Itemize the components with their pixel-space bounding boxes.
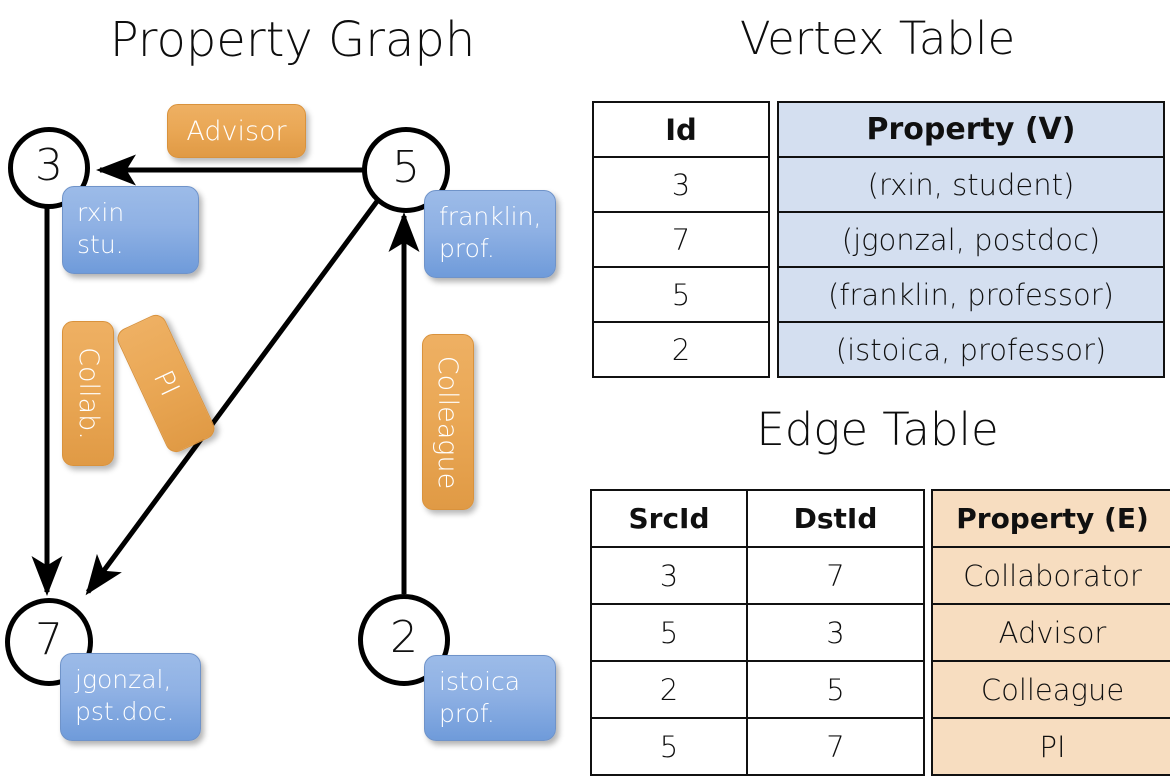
graph-node-5[interactable]: 5 (362, 127, 450, 213)
vertex-property-box-7-line1: jgonzal, (75, 665, 172, 694)
vertex-cell-property: (rxin, student) (777, 156, 1165, 213)
table-header-row: Property (V) (777, 101, 1165, 158)
vertex-property-box-2-line1: istoica (439, 667, 521, 696)
table-row[interactable]: 5 7 (590, 717, 925, 776)
edge-cell-dstid: 3 (746, 603, 925, 662)
edge-table: SrcId DstId 3 7 5 3 2 5 5 7 Prope (590, 489, 1170, 776)
vertex-cell-property: (istoica, professor) (777, 321, 1165, 378)
edge-label-advisor: Advisor (167, 104, 306, 158)
property-graph-diagram: 3 5 7 2 rxin stu. franklin, prof. jgonza… (0, 0, 585, 760)
edge-cell-property: Advisor (931, 603, 1170, 662)
vertex-property-box-7: jgonzal, pst.doc. (60, 653, 201, 741)
table-row[interactable]: 2 (592, 321, 770, 378)
edge-table-property-column: Property (E) Collaborator Advisor Collea… (931, 489, 1170, 776)
table-row[interactable]: Advisor (931, 603, 1170, 662)
graph-node-2[interactable]: 2 (358, 594, 450, 686)
table-header-row: SrcId DstId (590, 489, 925, 548)
vertex-cell-id: 2 (592, 321, 770, 378)
vertex-property-box-5-line1: franklin, (439, 202, 542, 231)
table-row[interactable]: (rxin, student) (777, 156, 1165, 213)
table-row[interactable]: 3 7 (590, 546, 925, 605)
edge-label-collab-text: Collab. (72, 347, 104, 440)
table-header-row: Id (592, 101, 770, 158)
table-row[interactable]: (jgonzal, postdoc) (777, 211, 1165, 268)
edge-cell-property: Colleague (931, 660, 1170, 719)
edge-label-colleague: Colleague (422, 334, 474, 510)
table-row[interactable]: 5 (592, 266, 770, 323)
edge-cell-property: Collaborator (931, 546, 1170, 605)
vertex-table-id-column: Id 3 7 5 2 (592, 101, 770, 378)
edge-cell-dstid: 5 (746, 660, 925, 719)
page-title-edge-table: Edge Table (756, 403, 999, 456)
vertex-property-box-5: franklin, prof. (424, 190, 556, 278)
edge-cell-srcid: 2 (590, 660, 748, 719)
page-title-property-graph: Property Graph (109, 12, 476, 68)
page-title-vertex-table: Vertex Table (739, 12, 1016, 65)
vertex-cell-property: (jgonzal, postdoc) (777, 211, 1165, 268)
edge-cell-dstid: 7 (746, 546, 925, 605)
graph-node-7-label: 7 (35, 614, 63, 665)
edge-cell-property: PI (931, 717, 1170, 776)
vertex-property-box-5-line2: prof. (439, 233, 495, 263)
vertex-property-box-2: istoica prof. (424, 655, 556, 741)
table-row[interactable]: PI (931, 717, 1170, 776)
edge-cell-dstid: 7 (746, 717, 925, 776)
vertex-table-property-column: Property (V) (rxin, student) (jgonzal, p… (777, 101, 1165, 378)
vertex-property-box-3-line2: stu. (77, 229, 124, 259)
vertex-property-box-2-line2: prof. (439, 698, 495, 728)
graph-node-5-label: 5 (392, 142, 420, 193)
table-row[interactable]: 7 (592, 211, 770, 268)
table-row[interactable]: 3 (592, 156, 770, 213)
edge-5-to-7-pi (85, 198, 381, 596)
graph-node-2-label: 2 (390, 612, 418, 663)
vertex-header-property: Property (V) (777, 101, 1165, 158)
table-row[interactable]: 5 3 (590, 603, 925, 662)
edge-cell-srcid: 3 (590, 546, 748, 605)
graph-node-3-label: 3 (35, 140, 63, 191)
edge-cell-srcid: 5 (590, 603, 748, 662)
edge-label-advisor-text: Advisor (186, 115, 287, 147)
vertex-cell-id: 7 (592, 211, 770, 268)
vertex-property-box-7-line2: pst.doc. (75, 696, 175, 726)
table-row[interactable]: (istoica, professor) (777, 321, 1165, 378)
table-row[interactable]: (franklin, professor) (777, 266, 1165, 323)
graph-edges-layer (31, 154, 420, 597)
vertex-cell-id: 5 (592, 266, 770, 323)
vertex-property-box-3-line1: rxin (77, 198, 125, 227)
edge-header-srcid: SrcId (590, 489, 748, 548)
table-row[interactable]: 2 5 (590, 660, 925, 719)
edge-header-property: Property (E) (931, 489, 1170, 548)
edge-label-pi-text: PI (146, 365, 186, 402)
edge-label-colleague-text: Colleague (432, 355, 464, 489)
table-row[interactable]: Colleague (931, 660, 1170, 719)
vertex-cell-id: 3 (592, 156, 770, 213)
edge-cell-srcid: 5 (590, 717, 748, 776)
edge-table-id-columns: SrcId DstId 3 7 5 3 2 5 5 7 (590, 489, 925, 776)
table-row[interactable]: Collaborator (931, 546, 1170, 605)
table-header-row: Property (E) (931, 489, 1170, 548)
edge-label-collab: Collab. (62, 321, 114, 466)
vertex-property-box-3: rxin stu. (62, 186, 199, 274)
edge-header-dstid: DstId (746, 489, 925, 548)
vertex-table: Id 3 7 5 2 Property (V) (rxin, student) (592, 101, 1165, 378)
vertex-cell-property: (franklin, professor) (777, 266, 1165, 323)
vertex-header-id: Id (592, 101, 770, 158)
